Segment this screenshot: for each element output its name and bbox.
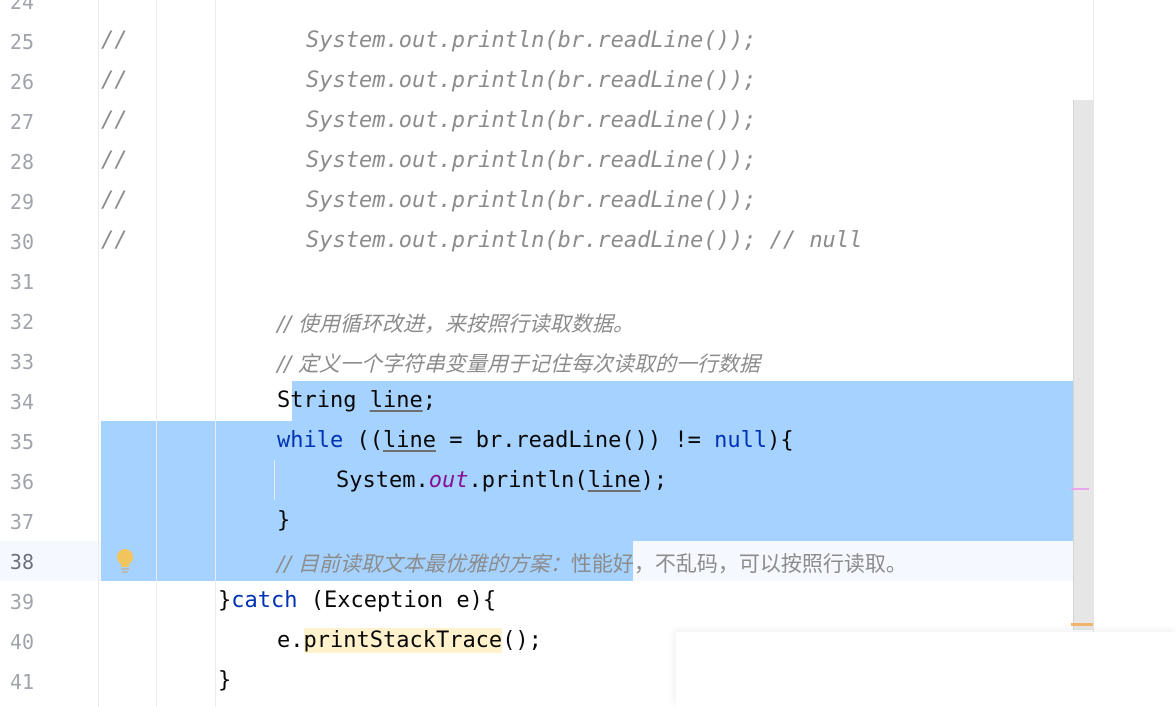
comment-text: // 目前读取文本最优雅的方案：性能好，不乱码，可以按照行读取。 — [277, 548, 907, 578]
field-token: out — [428, 468, 469, 493]
selection-highlight — [101, 421, 1093, 541]
code-token: (( — [343, 428, 383, 453]
variable-token: line — [382, 428, 436, 453]
line-number: 32 — [9, 310, 34, 334]
line-number: 40 — [9, 630, 34, 654]
variable-token: line — [587, 468, 641, 493]
code-statement: } — [218, 668, 232, 693]
line-number: 27 — [9, 110, 34, 134]
line-number: 34 — [9, 390, 34, 414]
code-token: } — [218, 588, 232, 613]
commented-code: System.out.println(br.readLine()); — [306, 108, 757, 133]
keyword-token: null — [714, 428, 768, 453]
code-line[interactable]: 40 e.printStackTrace(); — [0, 622, 1176, 662]
code-token: (); — [502, 628, 542, 653]
line-number: 24 — [9, 0, 34, 14]
code-statement: }catch (Exception e){ — [218, 588, 496, 613]
code-line[interactable]: 25 // System.out.println(br.readLine()); — [0, 22, 1176, 62]
code-line[interactable]: 36 System.out.println(line); — [0, 462, 1176, 502]
line-number: 30 — [9, 230, 34, 254]
code-line[interactable]: 41 } — [0, 662, 1176, 702]
line-number: 36 — [9, 470, 34, 494]
lightbulb-icon[interactable] — [116, 548, 134, 574]
code-line[interactable]: 29 // System.out.println(br.readLine()); — [0, 182, 1176, 222]
comment-prefix: // — [101, 228, 128, 253]
scrollbar-marker — [1071, 623, 1093, 626]
code-token: .println( — [468, 468, 588, 493]
code-line[interactable]: 34 String line; — [0, 382, 1176, 422]
comment-text: // 定义一个字符串变量用于记住每次读取的一行数据 — [277, 352, 760, 376]
comment-prefix: // — [101, 68, 128, 93]
line-number: 38 — [9, 550, 34, 574]
comment-selected: // 目前读取文本最优雅的方案： — [277, 552, 571, 576]
type-token: String — [277, 388, 370, 413]
code-line[interactable]: 37 } — [0, 502, 1176, 542]
line-number: 41 — [9, 670, 34, 694]
code-line[interactable]: 31 — [0, 262, 1176, 302]
variable-token: line — [369, 388, 423, 413]
code-line[interactable]: 38 // 目前读取文本最优雅的方案：性能好，不乱码，可以按照行读取。 — [0, 542, 1176, 582]
comment-prefix: // — [101, 188, 128, 213]
code-line[interactable]: 39 }catch (Exception e){ — [0, 582, 1176, 622]
commented-code: System.out.println(br.readLine()); — [306, 188, 757, 213]
line-number: 37 — [9, 510, 34, 534]
code-token: ); — [640, 468, 668, 493]
commented-code: System.out.println(br.readLine()); — [306, 148, 757, 173]
code-line[interactable]: 32 // 使用循环改进，来按照行读取数据。 — [0, 302, 1176, 342]
comment-unselected: 性能好，不乱码，可以按照行读取。 — [570, 552, 907, 576]
code-line[interactable]: 26 // System.out.println(br.readLine()); — [0, 62, 1176, 102]
selection-highlight — [292, 381, 1093, 421]
line-number: 31 — [9, 270, 34, 294]
line-number: 35 — [9, 430, 34, 454]
indent-guide — [156, 0, 157, 707]
code-token: System. — [336, 468, 429, 493]
line-number: 39 — [9, 590, 34, 614]
overlay-panel — [676, 632, 1176, 707]
keyword-token: catch — [231, 588, 298, 613]
code-statement: while ((line = br.readLine()) != null){ — [277, 428, 794, 453]
commented-code: System.out.println(br.readLine()); — [306, 68, 757, 93]
scrollbar-marker — [1071, 488, 1089, 490]
code-line[interactable]: 33 // 定义一个字符串变量用于记住每次读取的一行数据 — [0, 342, 1176, 382]
code-token: e. — [277, 628, 304, 653]
code-token: = br.readLine()) != — [435, 428, 715, 453]
comment-prefix: // — [101, 148, 128, 173]
comment-text: // 使用循环改进，来按照行读取数据。 — [277, 312, 634, 336]
code-statement: } — [277, 508, 291, 533]
comment-prefix: // — [101, 108, 128, 133]
commented-code: System.out.println(br.readLine()); // nu… — [306, 228, 863, 253]
gutter-separator — [98, 0, 99, 707]
code-line[interactable]: 35 while ((line = br.readLine()) != null… — [0, 422, 1176, 462]
indent-guide — [215, 0, 216, 707]
selection-highlight — [101, 541, 633, 581]
code-line[interactable]: 24 — [0, 0, 1176, 22]
commented-code: System.out.println(br.readLine()); — [306, 28, 757, 53]
punct-token: ; — [422, 388, 436, 413]
code-token: ){ — [767, 428, 794, 453]
keyword-token: while — [277, 428, 344, 453]
indent-guide — [274, 460, 275, 500]
code-line[interactable]: 28 // System.out.println(br.readLine()); — [0, 142, 1176, 182]
code-statement: e.printStackTrace(); — [277, 628, 542, 653]
code-statement: System.out.println(line); — [336, 468, 667, 493]
code-statement: String line; — [277, 388, 436, 413]
method-token: printStackTrace — [303, 628, 503, 653]
line-number: 28 — [9, 150, 34, 174]
vertical-scrollbar[interactable] — [1073, 100, 1094, 630]
line-number: 29 — [9, 190, 34, 214]
code-line[interactable]: 27 // System.out.println(br.readLine()); — [0, 102, 1176, 142]
comment-prefix: // — [101, 28, 128, 53]
code-token: (Exception e){ — [297, 588, 497, 613]
line-number: 25 — [9, 30, 34, 54]
code-line[interactable]: 30 // System.out.println(br.readLine());… — [0, 222, 1176, 262]
line-number: 26 — [9, 70, 34, 94]
line-number: 33 — [9, 350, 34, 374]
